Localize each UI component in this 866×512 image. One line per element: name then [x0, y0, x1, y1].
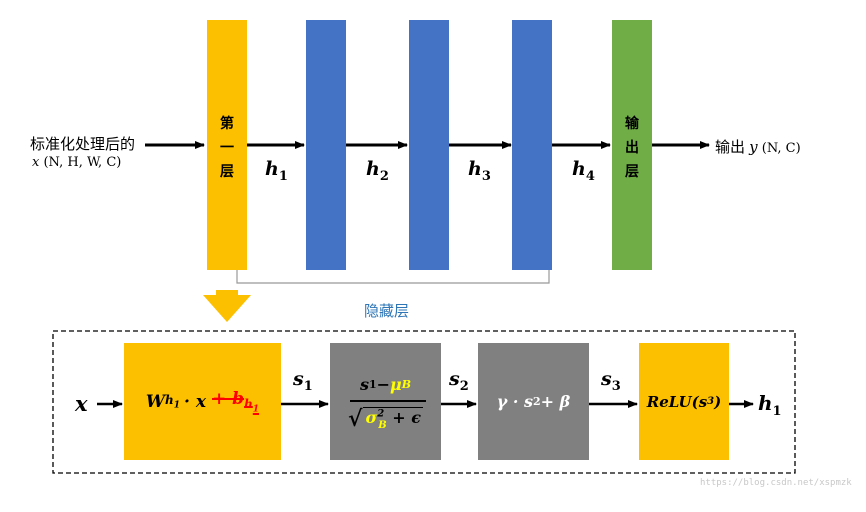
s3-label: s3	[601, 368, 621, 394]
fraction-bar	[350, 400, 426, 402]
down-arrow-icon	[203, 295, 251, 322]
hidden-layer-bar-2	[409, 20, 449, 270]
h1-output-label: h1	[758, 391, 782, 419]
h1-label: h1	[265, 158, 288, 184]
hidden-layer-bar-3	[512, 20, 552, 270]
x-input-label: x	[75, 391, 88, 416]
hidden-layer-bar-1	[306, 20, 346, 270]
watermark: https://blog.csdn.net/xspmzk	[700, 478, 852, 488]
normalize-denominator: √ σ2B + ϵ	[348, 406, 423, 432]
h3-label: h3	[468, 158, 491, 184]
output-layer-bar	[612, 20, 652, 270]
first-layer-label: 第 一 层	[220, 116, 234, 180]
output-layer-label: 输 出 层	[625, 116, 639, 180]
h4-label: h4	[572, 158, 595, 184]
first-layer-bar	[207, 20, 247, 270]
hidden-layer-label: 隐藏层	[364, 302, 410, 320]
h2-label: h2	[366, 158, 389, 184]
input-shape: x (N, H, W, C)	[32, 155, 122, 170]
s1-label: s1	[293, 368, 313, 394]
output-label: 输出 y (N, C)	[715, 138, 801, 156]
s2-label: s2	[449, 368, 469, 394]
detail-dashed-box	[52, 330, 796, 474]
hidden-layer-brace	[236, 270, 550, 284]
bias-strikethrough: + bh1	[212, 388, 260, 415]
input-label: 标准化处理后的	[30, 135, 136, 153]
